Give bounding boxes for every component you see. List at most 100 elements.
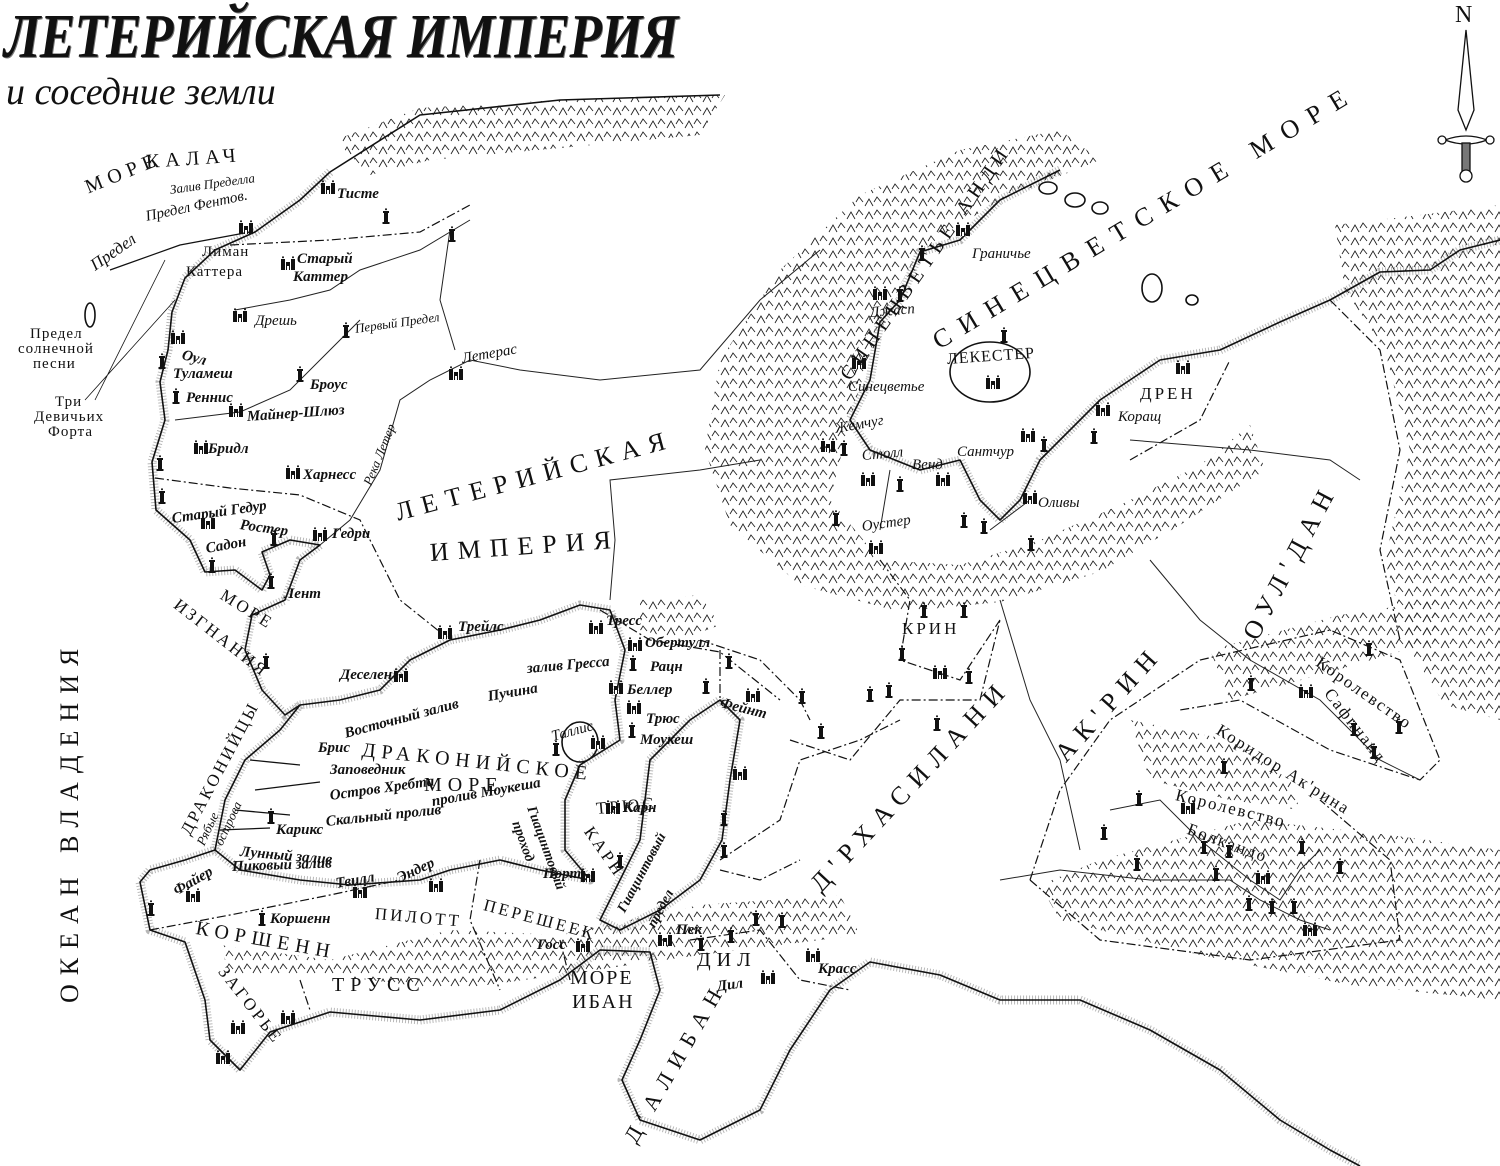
place-label: Карикс — [276, 822, 324, 838]
oul-dan-mountains — [1335, 205, 1500, 720]
tower-icon — [960, 512, 968, 528]
place-label: Деселен — [340, 667, 393, 683]
tower-icon-kariks — [267, 808, 275, 824]
fort-icon-treils — [438, 625, 452, 639]
place-label: Красс — [818, 961, 857, 977]
fort-icon — [281, 1010, 295, 1024]
place-label: Заповедник — [330, 762, 406, 778]
place-label: Обертулл — [645, 635, 711, 651]
fort-icon — [733, 766, 747, 780]
place-label: Реннис — [186, 390, 233, 406]
tower-icon — [965, 668, 973, 684]
region-label: МОРЕ — [570, 967, 634, 989]
place-label: Бридл — [208, 441, 249, 457]
fort-icon-tress — [589, 620, 603, 634]
compass-sword-icon — [1437, 29, 1495, 183]
fort-icon-deselen — [394, 668, 408, 682]
rivers — [174, 219, 1421, 931]
southern-coast — [139, 849, 1361, 1166]
tower-icon-brous — [296, 366, 304, 382]
fort-icon-krin — [933, 665, 947, 679]
fort-icon — [1021, 428, 1035, 442]
place-label: Коршенн — [270, 911, 331, 927]
fort-icon-krass — [806, 948, 820, 962]
hyacinth-sea-coast — [599, 699, 741, 931]
north-coast — [329, 94, 721, 173]
place-label: Карн — [623, 800, 657, 816]
place-label: Сантчур — [957, 444, 1014, 460]
fort-icon-dil — [761, 970, 775, 984]
place-label: Трейлс — [458, 619, 504, 635]
place-label: Госс — [537, 937, 567, 953]
place-label: Рацн — [650, 659, 683, 675]
place-label: Предел — [30, 326, 83, 342]
fort-icon-feint — [746, 688, 760, 702]
place-label: солнечной — [18, 341, 94, 357]
region-label: ДИЛ — [697, 949, 757, 971]
place-label: Венд — [912, 457, 943, 473]
tower-icon — [885, 682, 893, 698]
map-title: ЛЕТЕРИЙСКАЯ ИМПЕРИЯ — [4, 3, 678, 71]
place-label: Каттера — [186, 264, 244, 280]
place-label: Порт — [543, 866, 582, 882]
place-label: Брис — [318, 740, 351, 756]
fort-icon-trus — [627, 700, 641, 714]
place-label: Туламеш — [173, 366, 233, 382]
place-label: Гедри — [332, 526, 371, 542]
fort-icon-dren — [1176, 360, 1190, 374]
place-label: Пек — [676, 922, 702, 938]
borders — [149, 204, 1441, 1011]
fort-icon — [231, 1020, 245, 1034]
tower-icon — [702, 678, 710, 694]
region-label: МОРЕ — [424, 774, 504, 796]
place-label: Броус — [310, 377, 348, 393]
compass-north-label: N — [1455, 2, 1473, 28]
tower-icon-korshenn — [258, 910, 266, 926]
fort-icon-vend — [936, 472, 950, 486]
western-coast — [151, 171, 331, 716]
fort-icon-ender — [429, 878, 443, 892]
tower-icon-moukesh — [628, 722, 636, 738]
fort-icon-beller — [609, 680, 623, 694]
tower-icon — [1100, 824, 1108, 840]
tres-mountains — [640, 595, 720, 640]
sinecvet-sea-coast — [849, 169, 1500, 521]
lekester-island — [949, 341, 1031, 403]
place-label: Беллер — [627, 682, 673, 698]
place-label: Девичьих — [34, 409, 105, 425]
tower-icon — [896, 476, 904, 492]
place-label: Дрешь — [255, 313, 297, 329]
place-label: Харнесс — [303, 467, 357, 483]
tower-icon-rennis — [172, 388, 180, 404]
northern-mountains — [335, 95, 725, 175]
south-mountains — [220, 895, 860, 990]
place-label: Моукеш — [640, 732, 694, 748]
region-label: КРИН — [902, 619, 960, 638]
map-subtitle: и соседние земли — [6, 71, 276, 113]
fort-icon-gedri — [313, 527, 327, 541]
place-label: песни — [33, 356, 76, 372]
place-label: Старый — [297, 251, 353, 267]
tower-icon — [798, 688, 806, 704]
fort-icon-stoll — [861, 472, 875, 486]
fort-icon-obertull — [628, 637, 642, 651]
region-label: ТРУСС — [332, 974, 426, 996]
safinand-mountains — [1210, 600, 1440, 700]
sinecvet-andi-mountains — [705, 130, 1265, 612]
place-label: Тисте — [337, 186, 379, 202]
place-label: Синецветье — [848, 379, 925, 395]
tower-icon-pervy-predel — [342, 322, 350, 338]
fort-icon-lekester — [986, 375, 1000, 389]
tower-icon — [382, 208, 390, 224]
tower-icon — [817, 723, 825, 739]
region-label-ocean: ОКЕАН ВЛАДЕНИЯ — [55, 639, 84, 1003]
place-label: Каттер — [293, 269, 348, 285]
region-label: ДРЕН — [1140, 384, 1196, 403]
fort-icon-harness — [286, 465, 300, 479]
place-label: Лент — [284, 586, 321, 602]
fort-icon-stary-katter — [281, 256, 295, 270]
fort-icon-olivy — [1023, 490, 1037, 504]
coastlines — [84, 94, 1500, 1166]
tower-icon-racn — [629, 655, 637, 671]
